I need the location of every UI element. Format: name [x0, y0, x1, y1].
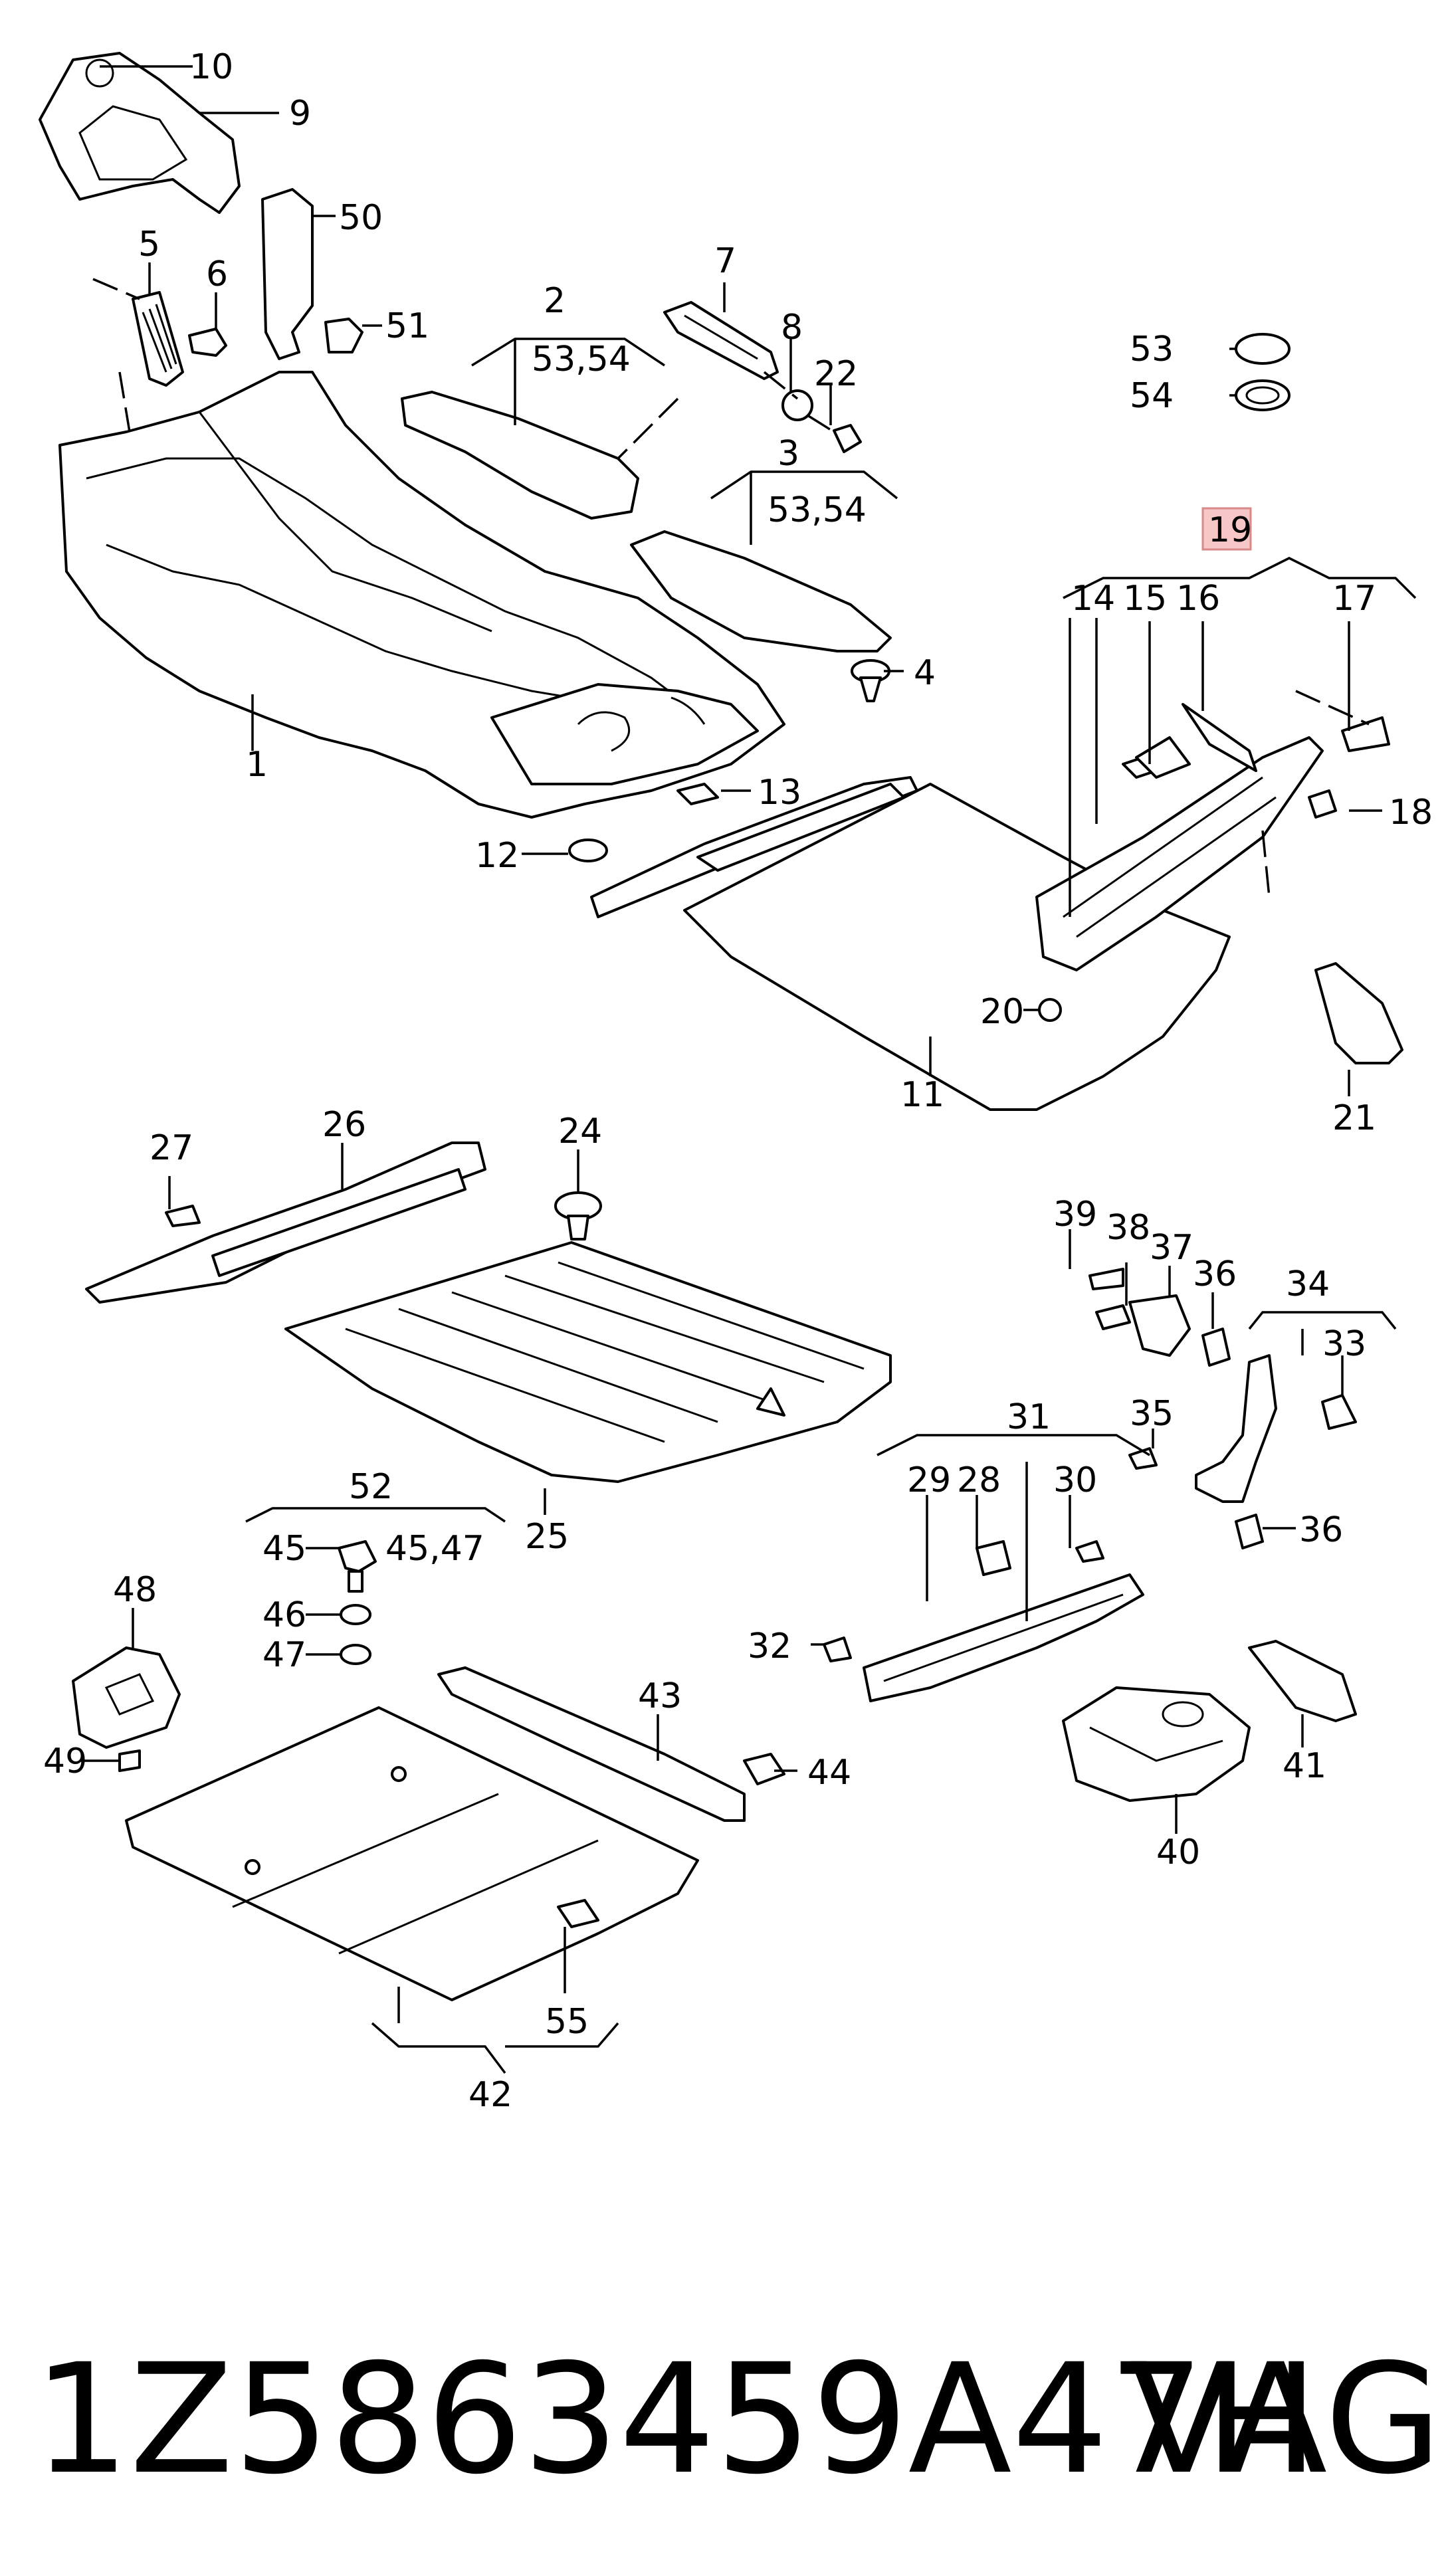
label-1: 1 — [246, 745, 268, 785]
label-16: 16 — [1176, 579, 1220, 619]
label-2: 2 — [544, 281, 566, 321]
label-50: 50 — [339, 198, 383, 238]
label-3: 3 — [777, 434, 799, 474]
part-clip-4 — [851, 659, 890, 702]
label-19: 19 — [1208, 510, 1252, 550]
label-30: 30 — [1053, 1460, 1097, 1500]
part-clip-24 — [554, 1191, 602, 1240]
brand-name: VAG — [1130, 2331, 1442, 2508]
part-fasteners-36-39 — [1088, 1268, 1231, 1367]
label-44: 44 — [807, 1753, 851, 1793]
label-9: 9 — [289, 94, 311, 134]
part-floor-carpet-1 — [58, 371, 785, 819]
label-48: 48 — [113, 1570, 157, 1610]
label-8: 8 — [781, 308, 803, 347]
label-25: 25 — [525, 1517, 569, 1557]
part-trim-43 — [437, 1666, 785, 1822]
label-18: 18 — [1389, 793, 1433, 833]
part-cover-41 — [1248, 1640, 1357, 1722]
label-4: 4 — [914, 653, 936, 693]
part-number: 1Z5863459A47H — [33, 2331, 1318, 2508]
label-49: 49 — [43, 1741, 87, 1781]
label-22: 22 — [814, 354, 858, 394]
part-bracket-34 — [1128, 1354, 1357, 1549]
leader-lines — [80, 65, 1417, 2074]
label-33: 33 — [1322, 1324, 1366, 1364]
part-floor-board-42 — [125, 1706, 699, 2001]
label-12: 12 — [475, 836, 519, 876]
part-washer-53 — [1235, 333, 1291, 365]
label-36b: 36 — [1299, 1510, 1343, 1550]
part-rail-7 — [663, 301, 862, 453]
label-32: 32 — [748, 1627, 791, 1666]
label-28: 28 — [957, 1460, 1001, 1500]
part-load-floor-25 — [284, 1241, 892, 1483]
label-26: 26 — [322, 1105, 366, 1145]
label-45b: 45,47 — [385, 1529, 484, 1569]
part-sill-26 — [85, 1141, 486, 1304]
label-11: 11 — [900, 1075, 944, 1115]
label-3-sub: 53,54 — [768, 490, 867, 530]
callout-labels: 1 2 53,54 3 53,54 4 5 6 7 8 9 10 11 12 1… — [43, 47, 1433, 2115]
label-34: 34 — [1286, 1264, 1330, 1304]
label-29: 29 — [907, 1460, 951, 1500]
label-17: 17 — [1332, 579, 1376, 619]
label-37: 37 — [1150, 1228, 1193, 1268]
label-31: 31 — [1007, 1397, 1051, 1437]
label-24: 24 — [558, 1112, 602, 1151]
label-41: 41 — [1283, 1746, 1326, 1786]
label-52: 52 — [349, 1467, 393, 1507]
highlight-box-19 — [1201, 507, 1252, 551]
part-bracket-48 — [72, 1646, 181, 1772]
label-10: 10 — [189, 47, 233, 87]
part-pad-5 — [132, 291, 227, 387]
label-6: 6 — [206, 254, 228, 294]
label-35: 35 — [1130, 1394, 1174, 1434]
part-washer-54 — [1235, 379, 1291, 411]
label-15: 15 — [1123, 579, 1167, 619]
part-tray-40 — [1062, 1686, 1251, 1802]
label-55: 55 — [545, 2002, 589, 2042]
label-45a: 45 — [262, 1529, 306, 1569]
label-47: 47 — [262, 1635, 306, 1675]
label-20: 20 — [980, 992, 1024, 1032]
label-7: 7 — [714, 241, 736, 281]
label-36a: 36 — [1193, 1254, 1237, 1294]
label-43: 43 — [638, 1676, 682, 1716]
label-14: 14 — [1071, 579, 1115, 619]
part-bracket-10 — [39, 52, 241, 214]
part-cover-21 — [1314, 962, 1403, 1064]
part-pad-2 — [401, 391, 639, 520]
label-13: 13 — [758, 773, 801, 813]
part-fasteners-45-47 — [338, 1540, 377, 1665]
part-floor-panel-11 — [683, 783, 1231, 1111]
part-sill-13 — [568, 776, 918, 918]
label-39: 39 — [1053, 1195, 1097, 1235]
part-trim-31 — [823, 1540, 1144, 1702]
label-27: 27 — [150, 1128, 193, 1168]
label-2-sub: 53,54 — [532, 340, 631, 379]
label-53: 53 — [1130, 330, 1174, 369]
label-5: 5 — [138, 225, 160, 264]
label-21: 21 — [1332, 1098, 1376, 1138]
part-pad-3 — [630, 530, 892, 652]
label-54: 54 — [1130, 376, 1174, 416]
part-bracket-50 — [261, 188, 363, 360]
label-40: 40 — [1156, 1833, 1200, 1872]
label-46: 46 — [262, 1595, 306, 1635]
label-38: 38 — [1106, 1208, 1150, 1248]
label-42: 42 — [468, 2075, 512, 2115]
label-51: 51 — [385, 306, 429, 346]
part-trim-14 — [1035, 703, 1390, 1022]
